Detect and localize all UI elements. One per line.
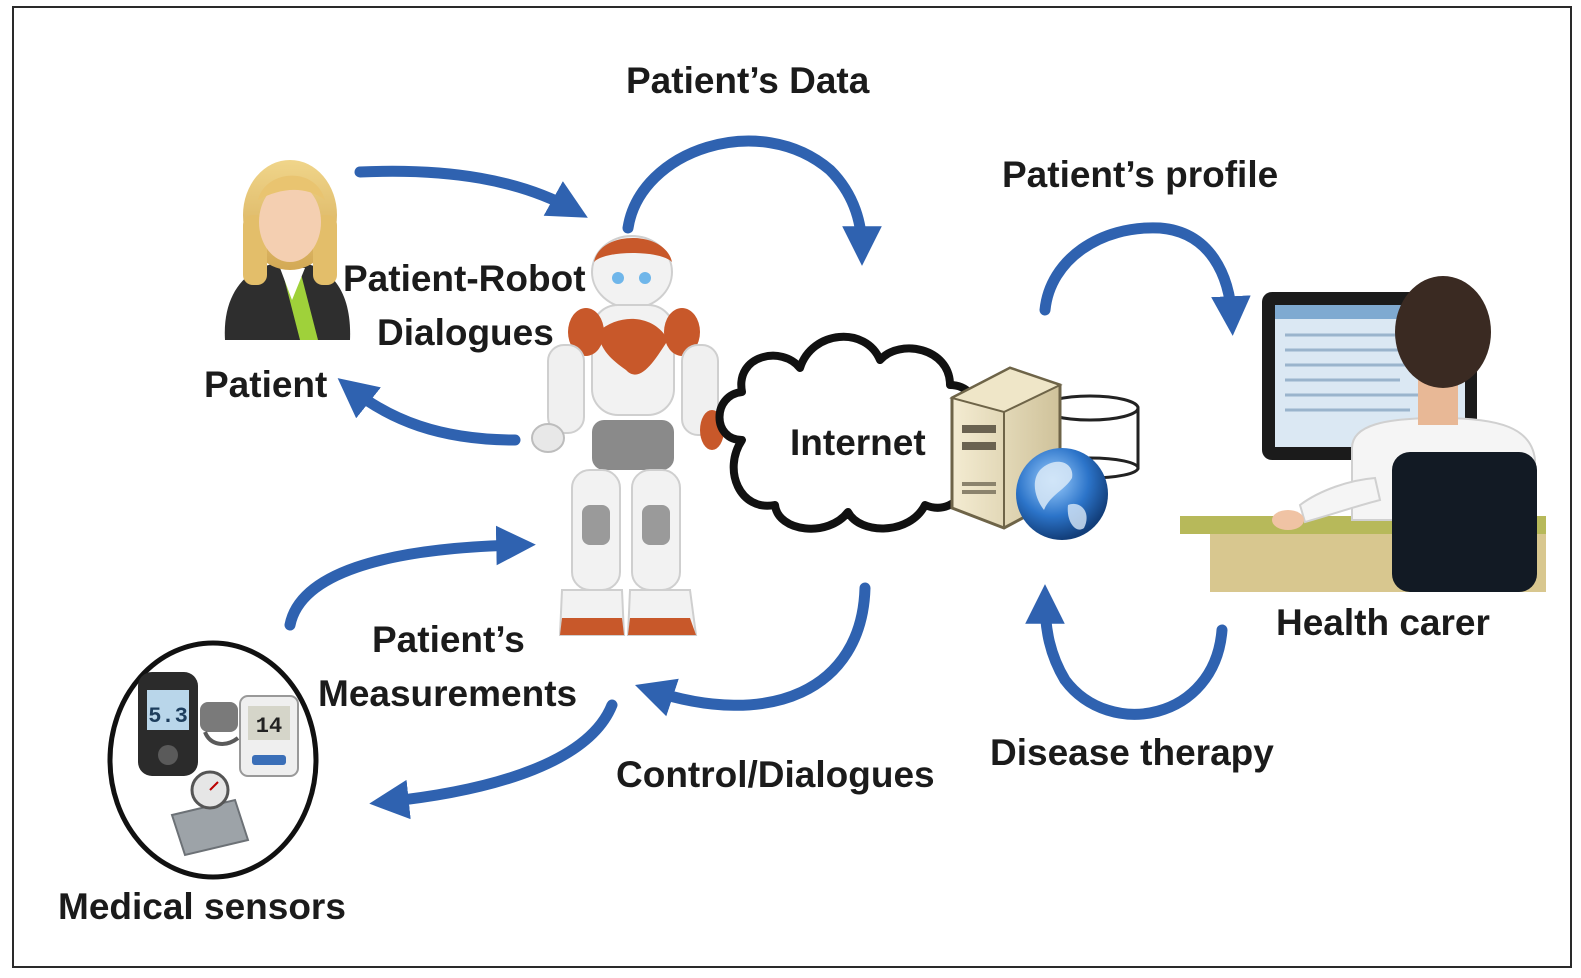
blood-pressure-readout: 14	[256, 714, 282, 739]
arrow-internet-to-robot	[634, 582, 871, 717]
arrow-sensors-to-robot	[284, 525, 536, 631]
label-patient-robot-line2: Dialogues	[377, 312, 554, 353]
label-disease-therapy: Disease therapy	[990, 732, 1274, 773]
glucometer-readout: 5.3	[148, 704, 188, 729]
arrow-patient-to-robot	[354, 165, 588, 218]
arrow-robot-to-sensors	[369, 699, 618, 820]
label-patient: Patient	[204, 364, 328, 405]
label-control-dialogues: Control/Dialogues	[616, 754, 935, 795]
label-patient-robot-line1: Patient-Robot	[343, 258, 586, 299]
diagram-frame	[12, 6, 1572, 968]
medical-sensors-icon: 5.3 14	[107, 640, 319, 880]
robot-icon	[531, 235, 724, 636]
label-patients-measurements-line2: Measurements	[318, 673, 578, 714]
arrows	[284, 135, 1251, 820]
health-carer-icon	[1180, 276, 1546, 592]
label-internet: Internet	[790, 422, 926, 463]
label-patients-data: Patient’s Data	[626, 60, 870, 101]
arrow-server-to-healthcarer	[1039, 222, 1251, 336]
label-medical-sensors: Medical sensors	[58, 886, 346, 927]
arrow-healthcarer-to-server	[1025, 584, 1228, 720]
label-health-carer: Health carer	[1276, 602, 1490, 643]
globe-icon	[1016, 448, 1108, 540]
arrow-robot-to-internet	[622, 135, 882, 266]
arrow-robot-to-patient	[337, 378, 521, 446]
label-patients-measurements-line1: Patient’s	[372, 619, 525, 660]
patient-icon	[224, 160, 351, 340]
label-patients-profile: Patient’s profile	[1002, 154, 1279, 195]
